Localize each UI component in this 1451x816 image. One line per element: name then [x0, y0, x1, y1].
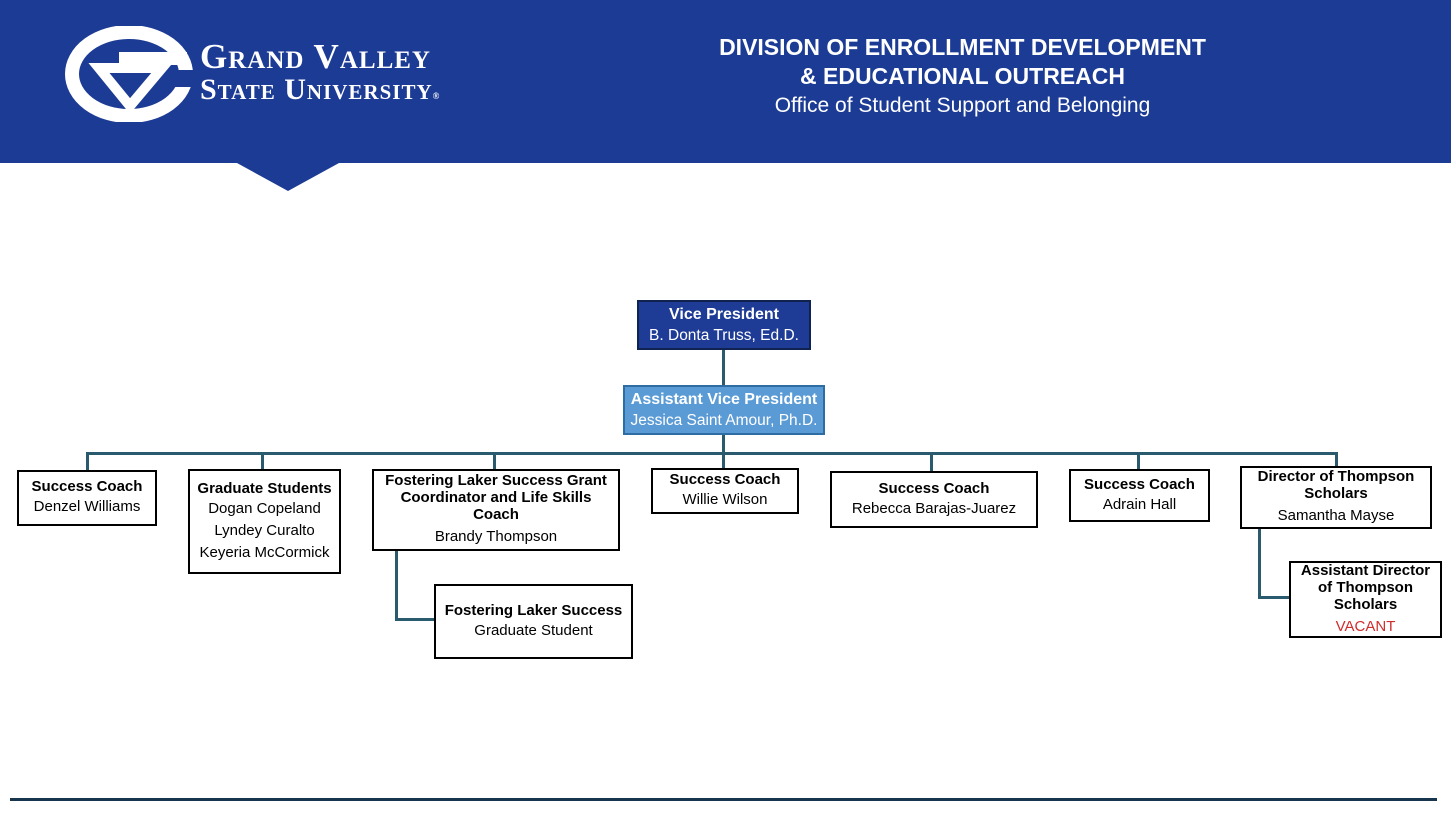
- header-chevron-decoration: [237, 163, 339, 191]
- node-title: Graduate Students: [197, 479, 332, 497]
- wordmark-line1: Grand Valley: [200, 37, 431, 76]
- node-person: B. Donta Truss, Ed.D.: [649, 327, 799, 344]
- node-people: Willie Wilson: [682, 491, 768, 508]
- connector-drop-success-coach-2: [722, 452, 725, 468]
- node-people: Rebecca Barajas-Juarez: [851, 499, 1017, 517]
- connector-avp-rail: [722, 435, 725, 455]
- org-node-vice-president: Vice President B. Donta Truss, Ed.D.: [637, 300, 811, 350]
- node-title: Vice President: [669, 306, 779, 323]
- org-node-assistant-vice-president: Assistant Vice President Jessica Saint A…: [623, 385, 825, 435]
- org-node-success-coach-willie-wilson: Success Coach Willie Wilson: [651, 468, 799, 514]
- gvsu-logo-icon: [65, 26, 195, 122]
- node-people-vacant: VACANT: [1335, 617, 1396, 635]
- node-title: Assistant Vice President: [630, 391, 818, 408]
- connector-rail: [86, 452, 1338, 455]
- node-people: Adrain Hall: [1102, 495, 1177, 513]
- node-people: Brandy Thompson: [434, 528, 558, 545]
- header-title-block: DIVISION OF ENROLLMENT DEVELOPMENT & EDU…: [690, 33, 1235, 120]
- org-node-fostering-laker-success-graduate-student: Fostering Laker Success Graduate Student: [434, 584, 633, 659]
- node-people: Samantha Mayse: [1277, 507, 1395, 524]
- connector-elbow-director-vertical: [1258, 529, 1261, 599]
- connector-elbow-fostering-horizontal: [395, 618, 434, 621]
- connector-drop-success-coach-1: [86, 452, 89, 470]
- office-subtitle: Office of Student Support and Belonging: [774, 94, 1151, 117]
- connector-drop-success-coach-3: [930, 452, 933, 473]
- node-person: Jessica Saint Amour, Ph.D.: [630, 412, 818, 429]
- node-people: Denzel Williams: [33, 498, 141, 515]
- connector-drop-graduate-students: [261, 452, 264, 469]
- division-title-line1: DIVISION OF ENROLLMENT DEVELOPMENT: [719, 34, 1206, 60]
- gvsu-wordmark: Grand Valley State University®: [200, 39, 440, 105]
- connector-elbow-director-horizontal: [1258, 596, 1289, 599]
- node-title: Success Coach: [878, 479, 990, 497]
- connector-vp-avp: [722, 350, 725, 385]
- node-title: Success Coach: [31, 478, 143, 495]
- node-title: Fostering Laker Success: [444, 601, 623, 619]
- connector-drop-fostering-grant: [493, 452, 496, 469]
- wordmark-line2: State University®: [200, 73, 441, 106]
- header-banner: [0, 0, 1451, 163]
- division-title-line2: & EDUCATIONAL OUTREACH: [800, 63, 1125, 89]
- connector-elbow-fostering-vertical: [395, 551, 398, 621]
- bottom-divider-line: [10, 798, 1437, 801]
- connector-drop-success-coach-4: [1137, 452, 1140, 469]
- org-node-success-coach-rebecca-barajas-juarez: Success Coach Rebecca Barajas-Juarez: [830, 471, 1038, 528]
- org-node-success-coach-denzel-williams: Success Coach Denzel Williams: [17, 470, 157, 526]
- registered-mark: ®: [432, 91, 441, 101]
- node-people: Graduate Student: [474, 621, 593, 639]
- node-title: Success Coach: [669, 471, 781, 488]
- connector-drop-director: [1335, 452, 1338, 466]
- org-node-success-coach-adrain-hall: Success Coach Adrain Hall: [1069, 469, 1210, 522]
- node-title: Success Coach: [1084, 475, 1195, 493]
